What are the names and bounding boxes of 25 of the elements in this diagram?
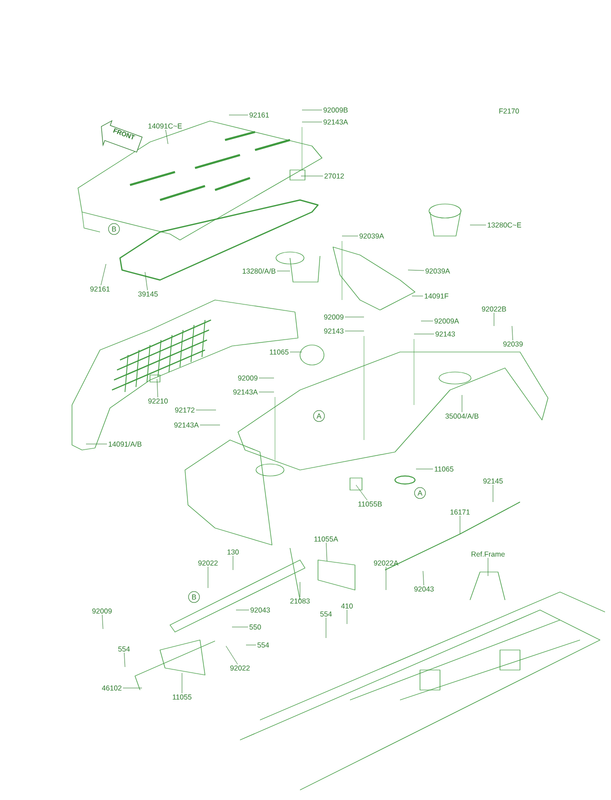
leader-line [344,316,364,318]
leader-line [512,326,514,340]
leader-line [470,224,486,226]
leader-line [408,270,424,271]
leader-line [226,646,238,664]
leader-line [232,626,248,628]
leader-line [420,320,434,322]
leader-line [156,378,158,398]
leader-line [124,652,126,668]
leader-line [228,114,248,116]
leader-line [102,614,104,630]
leader-line [144,272,148,290]
leader-line [246,644,256,646]
leader-line [416,468,434,470]
leader-line [356,484,368,500]
leader-line [200,424,220,426]
leader-line [344,330,364,332]
leader-line [276,270,290,272]
leader-line [326,542,328,562]
leader-line [100,264,106,286]
leader-line [232,556,234,570]
leader-line [165,130,168,144]
leader-line [422,570,424,586]
leader-line [346,610,348,624]
leader-line [492,484,494,502]
